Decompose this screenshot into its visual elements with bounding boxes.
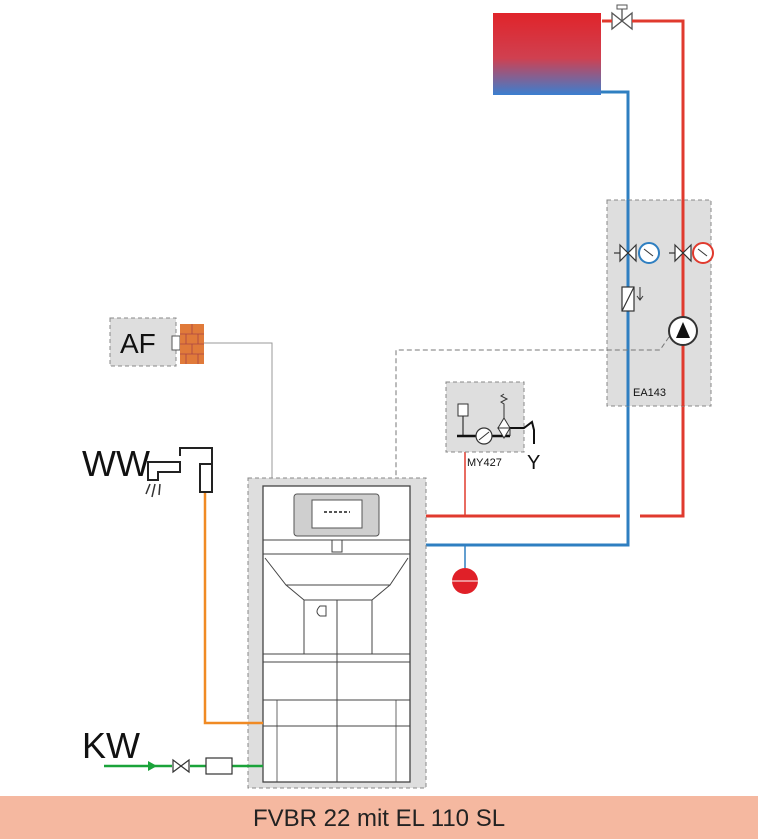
- af-label: AF: [120, 328, 156, 359]
- tap-icon: [145, 447, 213, 498]
- pump-icon: [668, 316, 698, 346]
- thermometer-icon: [638, 242, 660, 264]
- control-wire: [395, 336, 670, 478]
- control-panel: [293, 493, 380, 537]
- my-module: MY427: [445, 381, 535, 469]
- ea-label: EA143: [633, 387, 666, 399]
- my-label: MY427: [467, 457, 502, 469]
- sensor-wire: [204, 342, 273, 478]
- brick-wall-icon: [180, 324, 204, 364]
- filter-icon: [205, 757, 233, 775]
- cold-water-pipe: [104, 761, 263, 771]
- radiator-icon: [493, 13, 601, 95]
- footer-title: FVBR 22 mit EL 110 SL: [253, 805, 505, 832]
- ea-module: EA143: [606, 199, 712, 407]
- outdoor-sensor: AF: [109, 317, 181, 367]
- expansion-vessel-icon: [452, 568, 478, 594]
- valve-icon: [611, 4, 633, 31]
- ww-label: WW: [82, 443, 150, 484]
- cold-return-pipe: [410, 90, 630, 568]
- valve-icon: [172, 758, 190, 774]
- pressure-gauge-icon: [475, 427, 493, 445]
- safety-valve-icon: [497, 393, 535, 444]
- boiler-unit: [247, 477, 427, 789]
- kw-label: KW: [82, 725, 140, 766]
- footer-band: [0, 796, 758, 839]
- valve-icon: [614, 243, 637, 263]
- drain-label: Y: [527, 452, 540, 474]
- dhw-pipe: [203, 490, 263, 725]
- check-valve-icon: [621, 286, 644, 312]
- thermometer-icon: [692, 242, 714, 264]
- valve-icon: [669, 243, 692, 263]
